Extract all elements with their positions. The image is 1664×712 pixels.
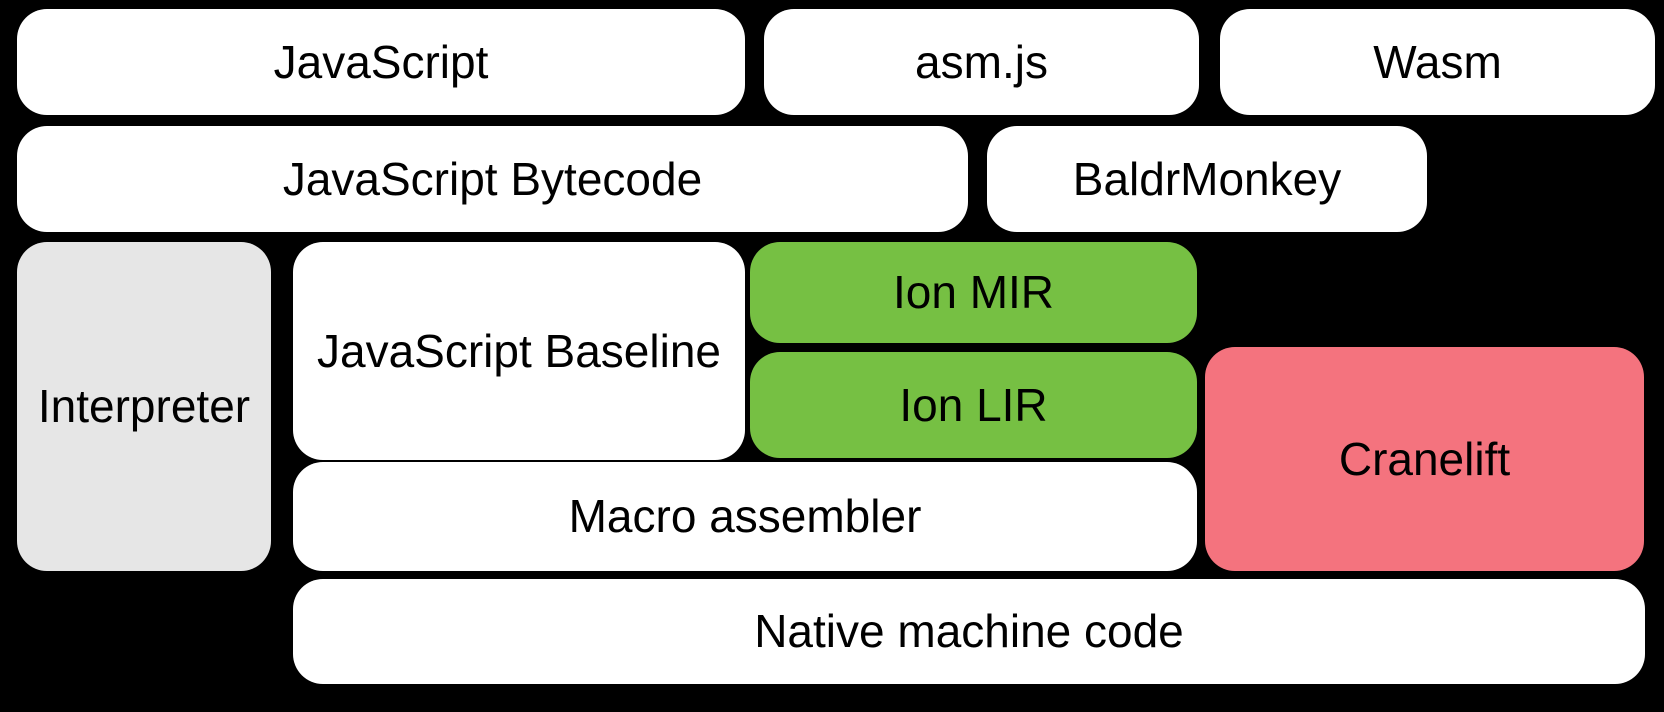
node-label: Wasm — [1373, 35, 1502, 88]
node-javascript: JavaScript — [17, 9, 745, 115]
node-label: Cranelift — [1338, 432, 1511, 485]
node-label: Native machine code — [754, 605, 1184, 658]
node-interpreter: Interpreter — [17, 242, 271, 571]
node-macro-assembler: Macro assembler — [293, 462, 1197, 571]
node-cranelift: Cranelift — [1205, 347, 1644, 571]
node-ion-lir: Ion LIR — [750, 352, 1197, 458]
node-asm-js: asm.js — [764, 9, 1199, 115]
node-label: Ion LIR — [899, 378, 1048, 431]
node-native-machine-code: Native machine code — [293, 579, 1645, 684]
node-javascript-bytecode: JavaScript Bytecode — [17, 126, 968, 232]
node-label: Macro assembler — [568, 490, 922, 543]
node-label: Ion MIR — [892, 266, 1055, 319]
node-ion-mir: Ion MIR — [750, 242, 1197, 343]
node-wasm: Wasm — [1220, 9, 1655, 115]
node-baldrmonkey: BaldrMonkey — [987, 126, 1427, 232]
node-label: asm.js — [915, 35, 1048, 88]
node-label: JavaScript Bytecode — [282, 152, 703, 205]
node-label: Interpreter — [37, 380, 251, 433]
node-label: JavaScript Baseline — [317, 324, 721, 377]
node-javascript-baseline: JavaScript Baseline — [293, 242, 745, 460]
node-label: JavaScript — [273, 35, 489, 88]
node-label: BaldrMonkey — [1072, 152, 1342, 205]
